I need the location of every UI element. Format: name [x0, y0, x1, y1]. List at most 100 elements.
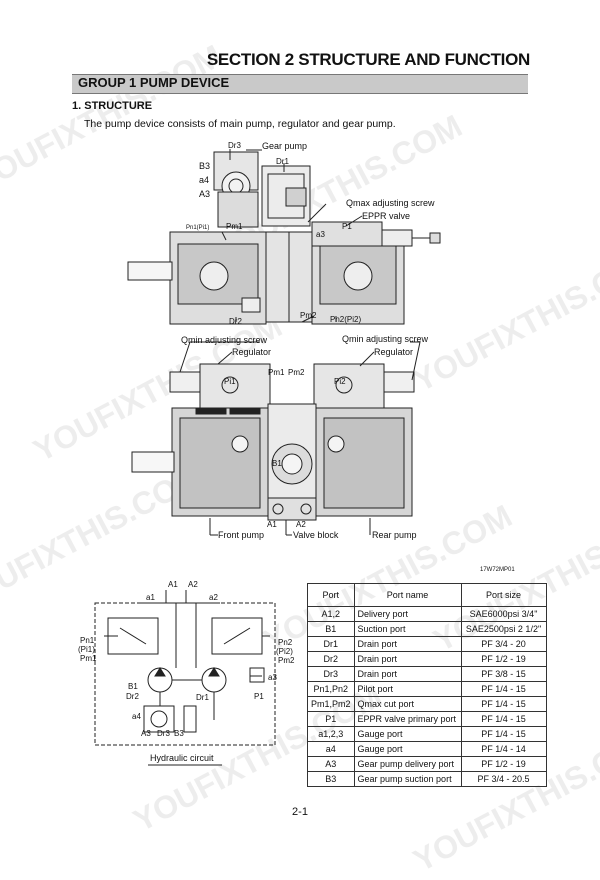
circuit-label-a3: a3	[268, 673, 277, 682]
label-b1: B1	[272, 459, 282, 468]
label-qmin-right: Qmin adjusting screw	[342, 334, 429, 344]
sub-heading: 1. STRUCTURE	[72, 100, 153, 112]
label-pm1-front: Pm1	[268, 368, 285, 377]
table-cell-name: Gear pump suction port	[353, 771, 462, 787]
table-cell-port: a1,2,3	[307, 726, 355, 742]
label-a3-left: A3	[199, 189, 211, 199]
figure-code: 17W72MP01	[480, 567, 515, 573]
label-pn1: Pn1(Pi1)	[186, 225, 210, 231]
table-cell-size: PF 1/4 - 15	[460, 711, 547, 727]
table-cell-name: Gauge port	[353, 726, 462, 742]
circuit-label-pm1: Pm1	[80, 654, 97, 663]
table-cell-name: Drain port	[353, 636, 462, 652]
circuit-label-p1: P1	[254, 692, 264, 701]
label-a3: a3	[316, 230, 325, 239]
label-qmin-left: Qmin adjusting screw	[181, 335, 268, 345]
label-pi1: Pi1	[224, 377, 236, 386]
table-cell-port: Pn1,Pn2	[307, 681, 355, 697]
label-a1: A1	[267, 520, 277, 529]
label-regulator-left: Regulator	[232, 347, 272, 357]
circuit-label-a1: a1	[146, 593, 155, 602]
table-cell-port: B1	[307, 621, 355, 637]
label-a2: A2	[296, 520, 306, 529]
circuit-label-dr2: Dr2	[126, 692, 139, 701]
table-cell-port: P1	[307, 711, 355, 727]
table-cell-size: PF 1/4 - 15	[460, 681, 547, 697]
table-cell-port: A1,2	[307, 606, 355, 622]
circuit-label-pm2: Pm2	[278, 656, 295, 665]
label-pm1: Pm1	[226, 222, 243, 231]
label-dr1: Dr1	[276, 157, 289, 166]
table-cell-name: Gauge port	[353, 741, 462, 757]
table-cell-port: Dr2	[307, 651, 355, 667]
label-pi2: Pi2	[334, 377, 346, 386]
label-qmax: Qmax adjusting screw	[346, 198, 435, 208]
table-cell-port: Pm1,Pm2	[307, 696, 355, 712]
table-header-port: Port	[307, 583, 355, 607]
table-cell-size: PF 1/2 - 19	[460, 651, 547, 667]
circuit-caption: Hydraulic circuit	[150, 753, 214, 763]
table-cell-name: Gear pump delivery port	[353, 756, 462, 772]
table-cell-port: Dr3	[307, 666, 355, 682]
table-cell-size: SAE6000psi 3/4"	[460, 606, 547, 622]
table-cell-size: SAE2500psi 2 1/2"	[460, 621, 547, 637]
table-cell-size: PF 1/4 - 14	[460, 741, 547, 757]
circuit-label-b3: B3	[174, 729, 184, 738]
section-title: SECTION 2 STRUCTURE AND FUNCTION	[206, 50, 530, 69]
label-eppr: EPPR valve	[362, 211, 411, 221]
label-regulator-right: Regulator	[374, 347, 414, 357]
table-header-port-name: Port name	[353, 583, 462, 607]
circuit-label-b1: B1	[128, 682, 138, 691]
label-p1: P1	[342, 222, 352, 231]
pump-top-view-drawing	[94, 149, 441, 766]
table-cell-size: PF 1/2 - 19	[460, 756, 547, 772]
label-dr2: Dr2	[229, 317, 242, 326]
table-cell-name: Suction port	[353, 621, 462, 637]
circuit-label-a1-top: A1	[168, 580, 178, 589]
table-cell-name: Drain port	[353, 666, 462, 682]
intro-text: The pump device consists of main pump, r…	[84, 118, 396, 130]
table-cell-size: PF 3/4 - 20	[460, 636, 547, 652]
table-cell-size: PF 3/4 - 20.5	[460, 771, 547, 787]
circuit-label-a2-top: A2	[188, 580, 198, 589]
label-gear-pump: Gear pump	[262, 141, 308, 151]
label-dr3: Dr3	[228, 141, 241, 150]
label-b3: B3	[199, 161, 211, 171]
label-pn2: Pn2(Pi2)	[330, 315, 362, 324]
table-cell-name: Delivery port	[353, 606, 462, 622]
circuit-label-pn1: Pn1	[80, 636, 95, 645]
label-rear-pump: Rear pump	[372, 530, 417, 540]
table-cell-name: EPPR valve primary port	[353, 711, 462, 727]
circuit-label-pi1: (Pi1)	[78, 645, 95, 654]
label-front-pump: Front pump	[218, 530, 265, 540]
label-valve-block: Valve block	[293, 530, 339, 540]
circuit-label-a4: a4	[132, 712, 141, 721]
circuit-label-a3-bottom: A3	[141, 729, 151, 738]
circuit-label-dr1: Dr1	[196, 693, 209, 702]
label-pm2-front: Pm2	[288, 368, 305, 377]
group-header-bar	[72, 74, 528, 94]
circuit-label-dr3: Dr3	[157, 729, 170, 738]
table-cell-size: PF 1/4 - 15	[460, 696, 547, 712]
label-pm2: Pm2	[300, 311, 317, 320]
table-cell-port: B3	[307, 771, 355, 787]
circuit-label-pi2: (Pi2)	[276, 647, 293, 656]
label-a4: a4	[199, 175, 210, 185]
circuit-label-pn2: Pn2	[278, 638, 293, 647]
table-header-row: Port Port name Port size	[307, 583, 547, 607]
table-cell-port: a4	[307, 741, 355, 757]
table-header-port-size: Port size	[460, 583, 547, 607]
table-cell-name: Drain port	[353, 651, 462, 667]
table-cell-name: Qmax cut port	[353, 696, 462, 712]
